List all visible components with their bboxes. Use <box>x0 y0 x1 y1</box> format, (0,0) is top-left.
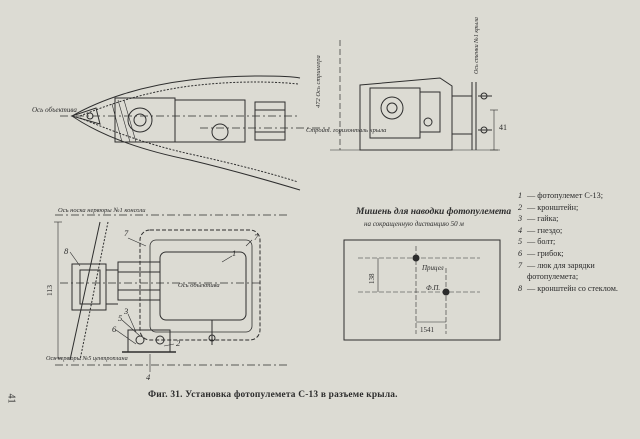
legend-text: — люк для зарядки фотопулемета; <box>527 260 595 282</box>
legend-number: 4 <box>518 225 523 235</box>
callout-7-right: 7 <box>254 232 259 242</box>
front-view-drawing <box>54 214 290 372</box>
legend-number: 7 <box>518 260 523 270</box>
rib-axis-bottom-label: Ось нервюры №5 центроплана <box>46 355 128 362</box>
top-view-drawing <box>60 75 330 191</box>
target-subtitle: на сокращенную дистанцию 50 м <box>364 220 464 228</box>
legend-text: — болт; <box>527 237 556 247</box>
legend-number: 5 <box>518 237 523 247</box>
callout-4: 4 <box>146 372 151 382</box>
legend-item: 6 — грибок; <box>518 248 640 260</box>
legend-item: 3 — гайка; <box>518 213 640 225</box>
legend-item: 2 — кронштейн; <box>518 202 640 214</box>
dimension-41: 41 <box>499 123 507 132</box>
sight-mark <box>412 254 420 262</box>
legend-item: 7 — люк для зарядки фотопулемета; <box>518 260 640 283</box>
legend-text: — кронштейн со стеклом. <box>527 283 618 293</box>
figure-caption: Фиг. 31. Установка фотопулемета С-13 в р… <box>148 390 398 400</box>
rib-axis-top-label: Ось носка нервюры №1 консоли <box>58 207 146 214</box>
wall-axis-label: Ось стенки №1 крыла <box>474 17 480 74</box>
legend-number: 3 <box>518 214 523 224</box>
top-lens-axis-label: Ось объектива <box>32 106 77 114</box>
legend-item: 5 — болт; <box>518 236 640 248</box>
legend-text: — фотопулемет С-13; <box>527 191 604 200</box>
callout-3: 3 <box>123 306 128 316</box>
stiffener-axis-label: 472 Ось стрингера <box>315 55 322 108</box>
legend-number: 2 <box>518 202 523 212</box>
target-title: Мишень для наводки фотопулемета <box>355 206 511 217</box>
callout-2: 2 <box>176 338 181 348</box>
legend-number: 1 <box>518 191 523 200</box>
side-view-drawing <box>330 40 500 151</box>
callout-1: 1 <box>232 248 236 258</box>
target-dim-horizontal: 1541 <box>420 326 435 334</box>
legend-item: 4 — гнездо; <box>518 225 640 237</box>
legend-item: 1 — фотопулемет С-13; <box>518 190 640 202</box>
front-lens-axis-label: Ось объектива <box>178 282 220 289</box>
page-number: 41 <box>5 393 17 404</box>
fp-label: Ф.П. <box>426 284 440 292</box>
target-drawing <box>343 239 501 341</box>
callout-6: 6 <box>112 324 117 334</box>
legend-text: — гнездо; <box>527 225 563 235</box>
callout-7-left: 7 <box>124 228 129 238</box>
legend-text: — гайка; <box>527 214 559 224</box>
legend: 1 — фотопулемет С-13; 2 — кронштейн; 3 — га… <box>518 190 640 294</box>
top-chord-label: Строит. горизонталь крыла <box>306 127 386 134</box>
legend-number: 6 <box>518 248 523 258</box>
callout-8: 8 <box>64 246 69 256</box>
legend-text: — грибок; <box>527 248 564 258</box>
sight-label: Прицел <box>421 264 444 272</box>
callout-5: 5 <box>118 313 122 323</box>
fp-mark <box>442 288 450 296</box>
legend-item: 8 — кронштейн со стеклом. <box>518 283 640 295</box>
legend-number: 8 <box>518 283 523 293</box>
target-dim-vertical: 138 <box>368 273 376 284</box>
dimension-113: 113 <box>45 285 54 296</box>
legend-text: — кронштейн; <box>527 202 579 212</box>
